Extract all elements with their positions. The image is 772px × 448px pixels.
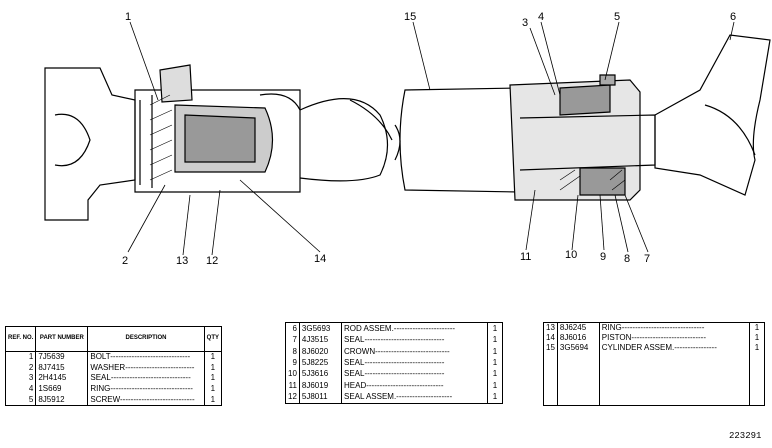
parts-table-3: 13 8J6245 RING--------------------------… <box>543 322 765 406</box>
description-header: DESCRIPTION <box>87 326 205 352</box>
callout-8: 8 <box>624 253 630 265</box>
callout-15: 15 <box>404 11 416 23</box>
callout-2: 2 <box>122 255 128 267</box>
bolt-fitting <box>159 64 193 103</box>
qty-header: QTY <box>203 326 223 352</box>
table-filler-row <box>543 353 765 406</box>
parts-table-2: 6 3G5693 ROD ASSEM.---------------------… <box>285 322 503 404</box>
table-row: 10 5J3616 SEAL--------------------------… <box>285 368 503 381</box>
table-row: 15 3G5694 CYLINDER ASSEM.---------------… <box>543 343 765 353</box>
table-row: 2 8J7415 WASHER-------------------------… <box>4 362 223 373</box>
table-row: 3 2H4145 SEAL---------------------------… <box>4 372 223 384</box>
table-row: 4 1S669 RING----------------------------… <box>4 383 223 395</box>
callout-9: 9 <box>600 251 606 263</box>
callout-13: 13 <box>176 255 188 267</box>
callout-4: 4 <box>538 11 544 23</box>
part-number-header: PART NUMBER <box>35 326 89 352</box>
table-row: 9 5J8225 SEAL---------------------------… <box>285 357 503 369</box>
callout-5: 5 <box>614 11 620 23</box>
table-header-row: REF. NO. PART NUMBER DESCRIPTION QTY <box>4 326 223 352</box>
cylinder-left-section <box>134 89 301 193</box>
clevis-eye <box>54 113 91 167</box>
left-clevis <box>44 67 136 221</box>
callout-11: 11 <box>520 251 531 263</box>
table-row: 13 8J6245 RING--------------------------… <box>543 322 765 333</box>
callout-3: 3 <box>522 17 528 29</box>
table-row: 1 7J5639 BOLT---------------------------… <box>4 351 223 363</box>
callout-14: 14 <box>314 253 326 265</box>
callout-10: 10 <box>565 249 577 261</box>
right-rod-clevis <box>654 34 771 196</box>
ref-no-header: REF. NO. <box>4 326 37 352</box>
callout-6: 6 <box>730 11 736 23</box>
table-row: 12 5J8011 SEAL ASSEM.-------------------… <box>285 391 503 404</box>
table-row: 5 8J5912 SCREW--------------------------… <box>4 394 223 406</box>
figure-number: 223291 <box>729 431 762 441</box>
table-row: 11 8J6019 HEAD--------------------------… <box>285 380 503 392</box>
rod-break-left <box>299 98 389 182</box>
callout-1: 1 <box>125 11 131 23</box>
callout-7: 7 <box>644 253 650 265</box>
table-row: 8 8J6020 CROWN--------------------------… <box>285 345 503 358</box>
table-row: 14 8J6016 PISTON------------------------… <box>543 333 765 343</box>
callout-12: 12 <box>206 255 218 267</box>
cylinder-assembly-diagram: 1 2 3 4 5 6 7 8 9 10 11 12 13 14 15 <box>44 11 771 267</box>
table-row: 7 4J3515 SEAL---------------------------… <box>285 334 503 346</box>
parts-table-1: REF. NO. PART NUMBER DESCRIPTION QTY 1 7… <box>4 326 223 406</box>
cylinder-right-section <box>399 87 521 193</box>
table-row: 6 3G5693 ROD ASSEM.---------------------… <box>285 322 503 335</box>
